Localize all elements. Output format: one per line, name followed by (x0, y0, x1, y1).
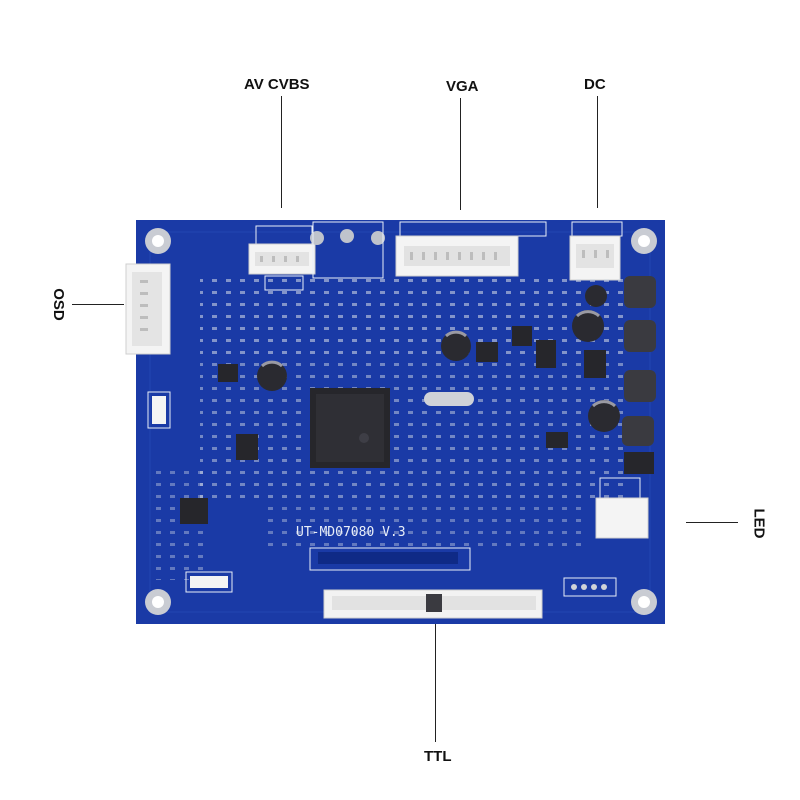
leader-line-av-cvbs (281, 96, 282, 208)
board-model-silkscreen: UT-MD07080 V.3 (296, 525, 406, 540)
leader-line-dc (597, 96, 598, 208)
leader-line-led (686, 522, 738, 523)
label-av-cvbs: AV CVBS (244, 76, 310, 93)
leader-line-ttl (435, 610, 436, 742)
electrolytic-capacitors (257, 285, 620, 432)
ttl-connector (323, 589, 543, 619)
leader-line-vga (460, 98, 461, 210)
component-field-top (200, 272, 630, 362)
led-connector (595, 477, 649, 539)
av-cvbs-connector (248, 225, 316, 291)
label-dc: DC (584, 76, 606, 93)
round-pads (310, 229, 385, 245)
label-vga: VGA (446, 78, 479, 95)
small-chips (180, 326, 654, 524)
three-pin-header (147, 391, 171, 429)
label-ttl: TTL (424, 748, 452, 765)
crystal-oscillator (424, 392, 474, 406)
bottom-left-pin-header (185, 571, 233, 593)
osd-connector (125, 263, 171, 355)
mounting-holes (145, 228, 657, 615)
right-pin-header (563, 577, 617, 597)
main-processor-chip (310, 388, 390, 468)
vga-connector (395, 221, 547, 277)
component-field-bottom (260, 500, 590, 550)
component-field-left (150, 470, 210, 580)
inductors (622, 276, 656, 446)
leader-line-osd (72, 304, 124, 305)
